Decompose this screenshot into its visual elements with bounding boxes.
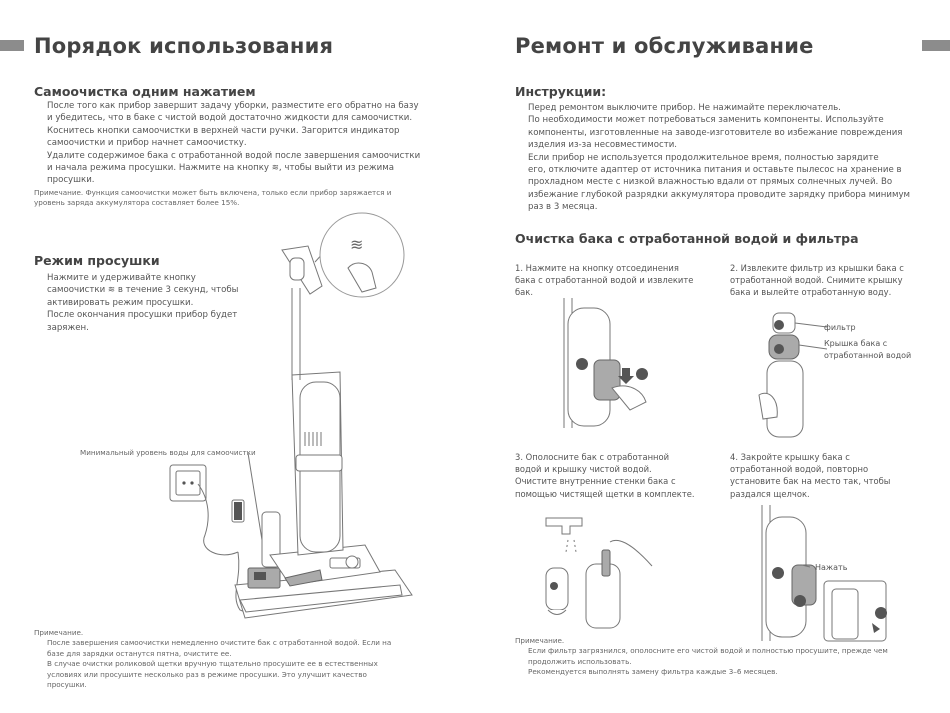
step-2-text: 2. Извлеките фильтр из крышки бака с отр… [730, 263, 904, 298]
self-clean-heading: Самоочистка одним нажатием [34, 84, 256, 99]
right-bottom-note: Примечание. Если фильтр загрязнился, опо… [515, 636, 888, 677]
step-2-illustration [758, 312, 828, 438]
min-water-label: Минимальный уровень воды для самоочистки [80, 448, 256, 457]
self-clean-note: Примечание. Функция самоочистки может бы… [34, 188, 392, 208]
step-4-text: 4. Закройте крышку бака с отработанной в… [730, 452, 891, 499]
right-page-title: Ремонт и обслуживание [515, 34, 814, 58]
filter-label: фильтр [824, 323, 856, 332]
instructions-text: Перед ремонтом выключите прибор. Не нажи… [528, 103, 911, 213]
dry-mode-heading: Режим просушки [34, 253, 160, 268]
svg-text:≋: ≋ [350, 235, 363, 254]
lid-label-2: отработанной водой [824, 351, 912, 360]
left-header-bar [0, 40, 24, 51]
right-header-bar [922, 40, 950, 51]
press-label: Нажать [815, 563, 848, 572]
vacuum-base-illustration: ≋ [169, 212, 413, 619]
step-3-illustration [545, 517, 653, 629]
left-page-title: Порядок использования [34, 34, 334, 58]
self-clean-text: После того как прибор завершит задачу уб… [47, 101, 421, 186]
tank-cleaning-heading: Очистка бака с отработанной водой и филь… [515, 231, 859, 246]
left-bottom-note: Примечание. После завершения самоочистки… [34, 628, 392, 690]
step-1-illustration [563, 298, 648, 428]
self-clean-wave-icon: ≋ [107, 285, 116, 296]
dry-mode-text: Нажмите и удерживайте кнопку самоочистки… [47, 273, 239, 333]
self-clean-wave-icon: ≋ [271, 163, 279, 174]
step-3-text: 3. Ополосните бак с отработанной водой и… [515, 452, 695, 499]
step-1-text: 1. Нажмите на кнопку отсоединения бака с… [515, 263, 694, 298]
lid-label-1: Крышка бака с [824, 339, 888, 348]
step-4-illustration [761, 505, 887, 642]
instructions-heading: Инструкции: [515, 84, 607, 99]
